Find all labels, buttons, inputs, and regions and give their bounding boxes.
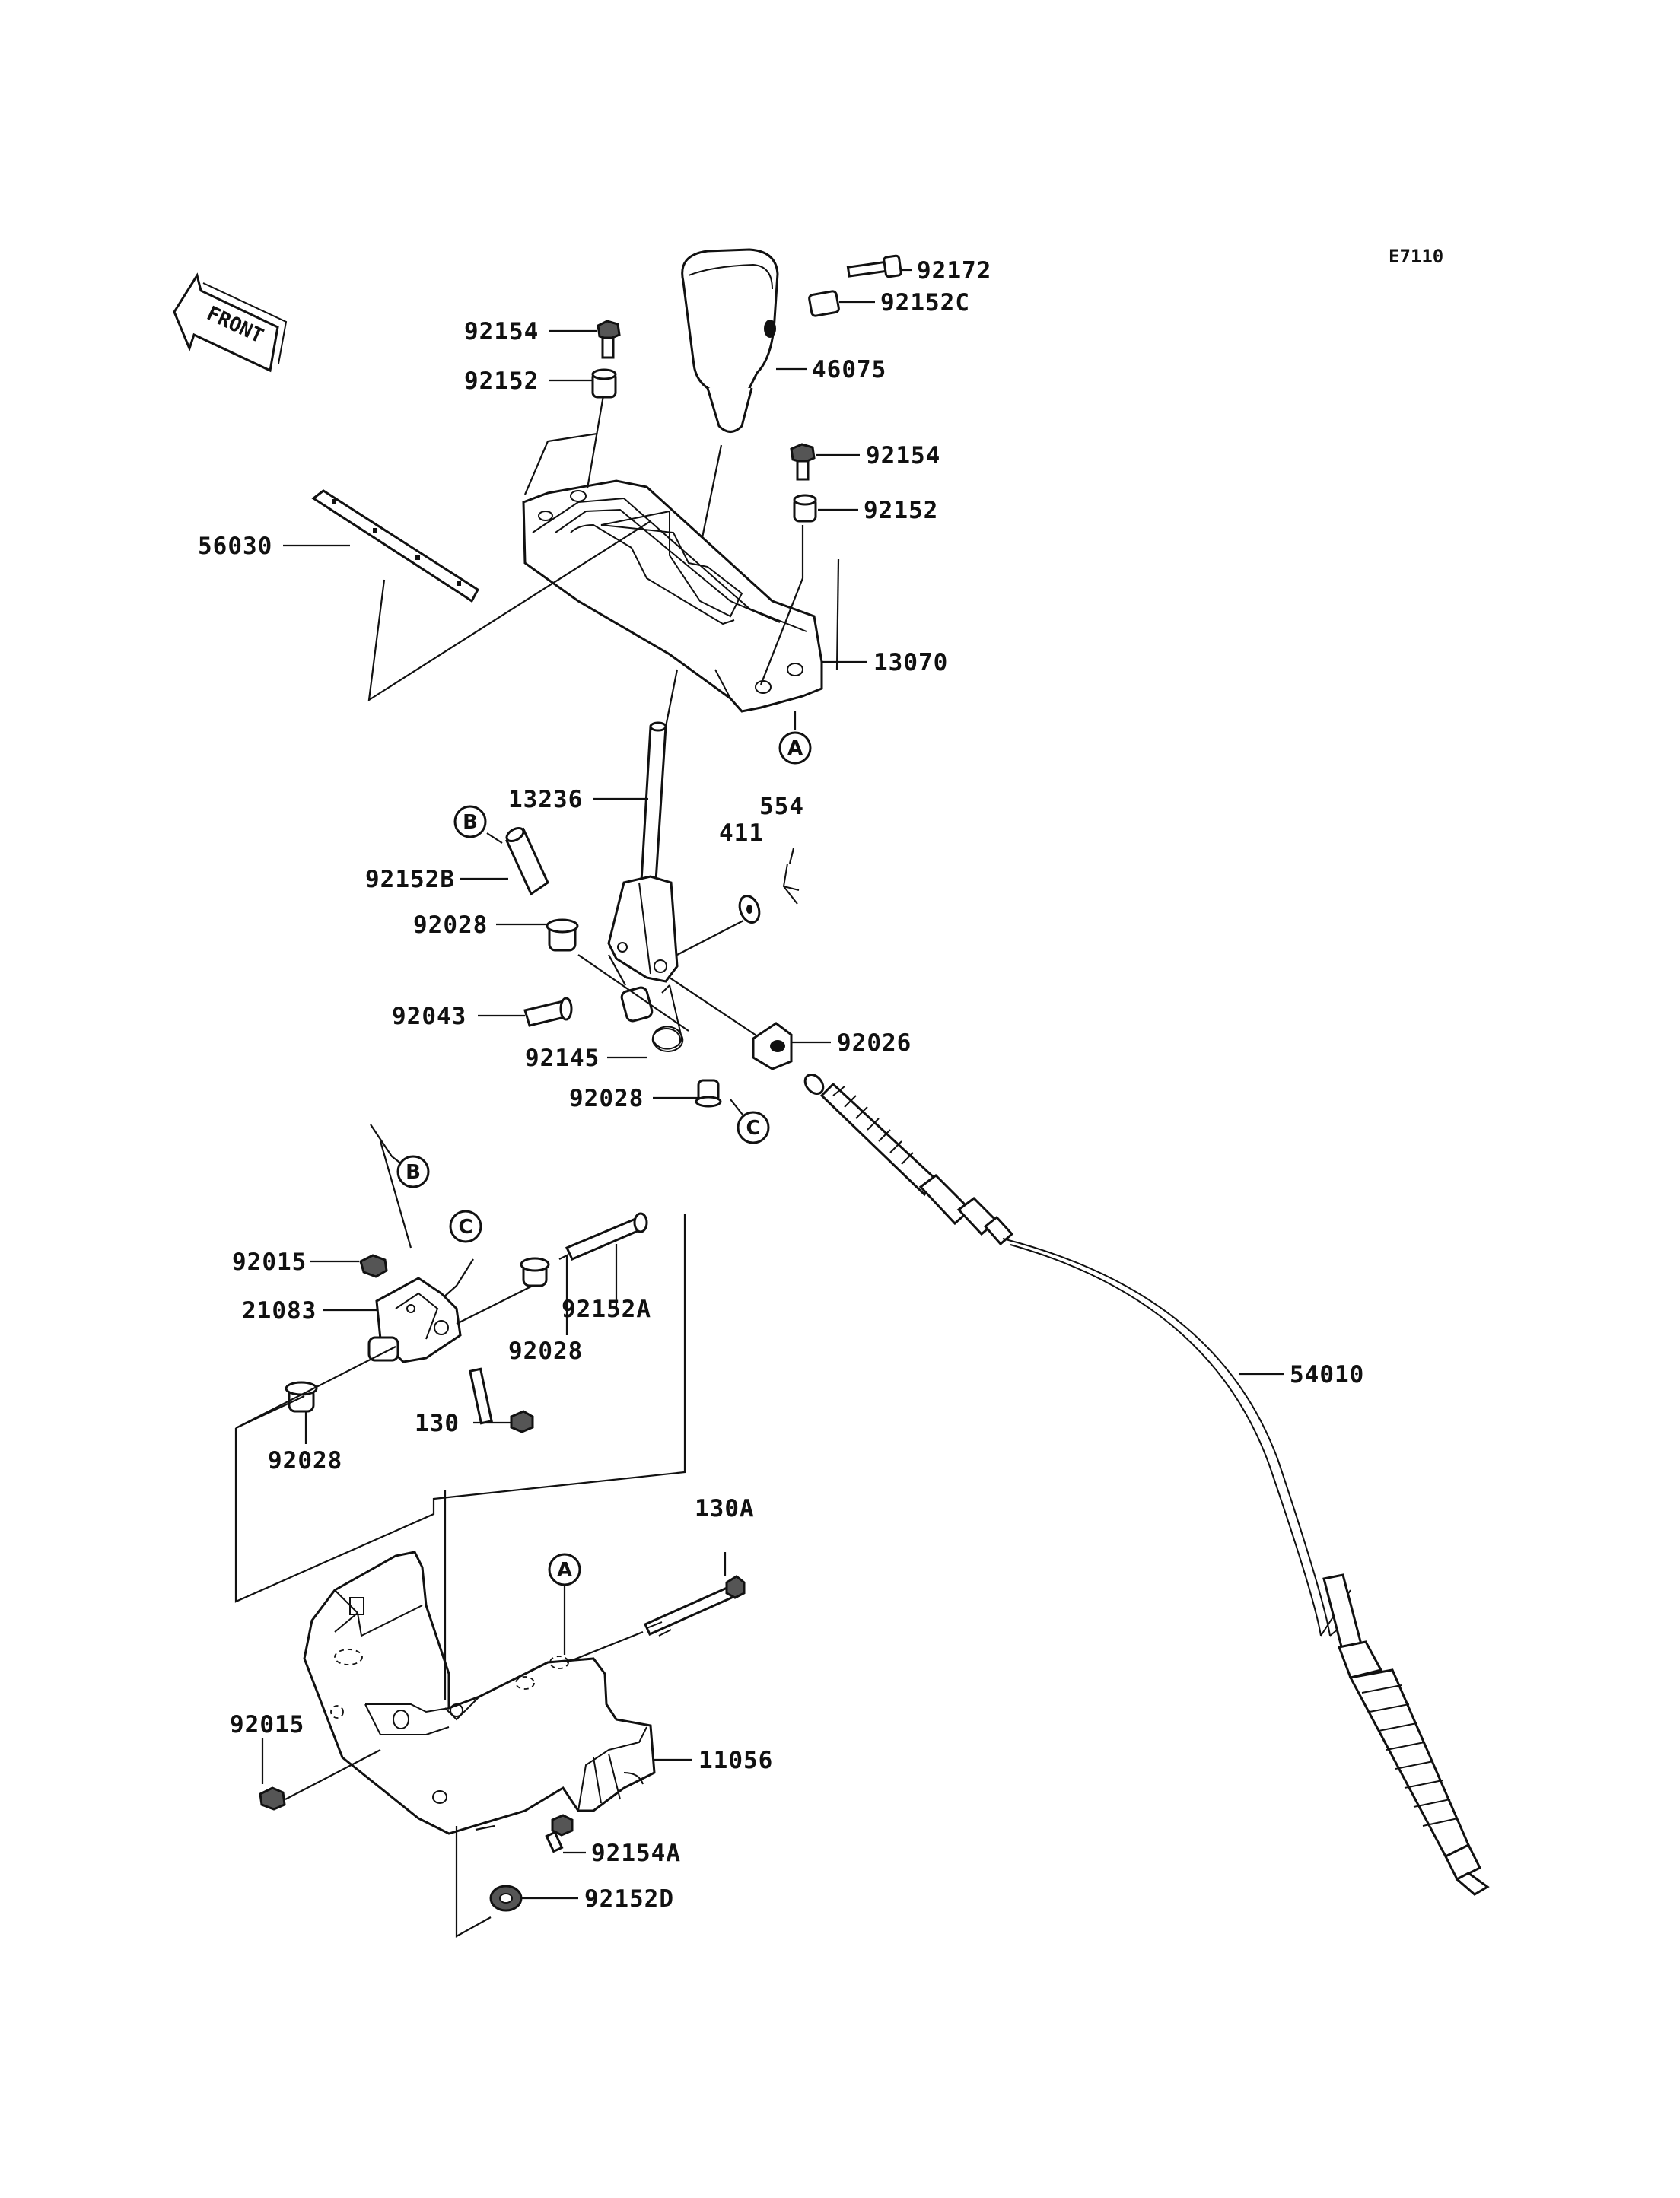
ref-marker-b-lower: B <box>396 1155 430 1188</box>
callout-92026: 92026 <box>837 1029 912 1057</box>
callout-411: 411 <box>719 819 764 847</box>
bolt-92154-left <box>597 320 621 359</box>
svg-text:C: C <box>458 1216 473 1239</box>
callout-92154-left: 92154 <box>464 318 539 345</box>
callout-92152-left: 92152 <box>464 367 539 395</box>
callout-92152c: 92152C <box>880 289 970 316</box>
bracket-21083 <box>368 1277 462 1363</box>
callout-54010: 54010 <box>1290 1361 1364 1388</box>
clip-554 <box>782 863 800 905</box>
callout-92015-upper: 92015 <box>232 1249 307 1276</box>
ref-marker-b-upper: B <box>453 805 503 844</box>
spring-92145 <box>651 984 684 1052</box>
callout-92154a: 92154A <box>591 1840 681 1867</box>
callout-92145: 92145 <box>525 1045 600 1072</box>
callout-92028-bracket: 92028 <box>508 1338 583 1365</box>
callout-92015-lower: 92015 <box>230 1711 304 1738</box>
washer-411 <box>738 895 761 924</box>
callout-92028-mid: 92028 <box>569 1085 644 1112</box>
callout-92172: 92172 <box>917 257 991 285</box>
bolt-92172 <box>846 254 902 278</box>
bushing-92152b <box>505 826 549 896</box>
callout-92152d: 92152D <box>584 1885 674 1913</box>
callout-92043: 92043 <box>392 1003 466 1030</box>
callout-11056: 11056 <box>698 1747 773 1774</box>
callout-92028-upper: 92028 <box>413 911 488 939</box>
diagram-code: E7110 <box>1389 246 1443 267</box>
ref-marker-c-lower: C <box>449 1210 482 1243</box>
callout-92028-left: 92028 <box>268 1447 342 1474</box>
callout-56030: 56030 <box>198 533 272 560</box>
collar-lever <box>620 986 654 1023</box>
collar-92152c <box>808 290 840 317</box>
callout-554: 554 <box>759 793 804 820</box>
svg-text:C: C <box>746 1117 760 1140</box>
sleeve-92152a <box>565 1212 648 1261</box>
collar-92152-left <box>591 368 617 399</box>
front-arrow-icon: FRONT <box>173 272 288 373</box>
svg-text:B: B <box>463 811 478 834</box>
indicator-plate <box>311 489 479 603</box>
callout-46075: 46075 <box>812 356 886 383</box>
ref-marker-a-console: A <box>778 711 812 765</box>
ref-marker-c-upper: C <box>730 1099 770 1144</box>
bolt-92154a <box>545 1814 574 1853</box>
callout-92152-right: 92152 <box>864 497 938 524</box>
bolt-130a <box>644 1575 746 1637</box>
svg-text:A: A <box>557 1559 572 1582</box>
svg-text:B: B <box>406 1161 421 1184</box>
callout-130a: 130A <box>695 1495 755 1522</box>
shift-console <box>522 479 823 713</box>
callout-21083: 21083 <box>242 1297 317 1325</box>
bushing-92028-bracket <box>520 1257 550 1287</box>
callout-92152a: 92152A <box>562 1296 651 1323</box>
shift-knob <box>681 248 779 433</box>
pin-92043 <box>523 997 573 1027</box>
nut-92015-lower <box>259 1786 286 1811</box>
clip-92026 <box>752 1022 793 1070</box>
nut-92015-upper <box>359 1254 388 1278</box>
bushing-92028-left <box>285 1381 318 1413</box>
svg-text:A: A <box>788 737 803 760</box>
callout-13236: 13236 <box>508 786 583 813</box>
washer-92152d <box>489 1885 523 1912</box>
bushing-92028-upper <box>546 918 579 952</box>
callout-130: 130 <box>415 1410 460 1437</box>
shift-cable <box>803 1073 1490 1896</box>
ref-marker-a-lower: A <box>548 1553 581 1655</box>
mounting-bracket-11056 <box>303 1551 656 1835</box>
callout-92154-right: 92154 <box>866 442 940 469</box>
collar-92152-right <box>793 494 817 523</box>
shift-lever <box>607 721 679 983</box>
bolt-92154-right <box>790 443 816 481</box>
callout-92152b: 92152B <box>365 866 455 893</box>
bushing-92028-small <box>695 1079 722 1108</box>
leader-lines <box>261 269 1284 1900</box>
callout-13070: 13070 <box>873 649 948 676</box>
